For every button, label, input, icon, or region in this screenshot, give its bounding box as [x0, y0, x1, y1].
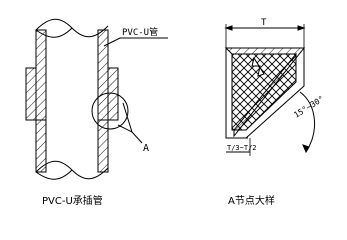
callout-leader [122, 102, 143, 144]
dim-top-label: T [261, 18, 267, 28]
socket-left-wall [25, 67, 37, 121]
socket-pipe-figure [25, 18, 168, 180]
right-caption: A节点大样 [228, 194, 275, 207]
seal-notch [251, 56, 265, 77]
angle-label: 15°~30° [292, 94, 325, 120]
angle-arc [299, 91, 316, 153]
upper-pipe-left-wall [35, 29, 47, 121]
callout-label: A [143, 143, 149, 154]
pipe-label: PVC-U管 [122, 26, 158, 38]
left-caption: PVC-U承插管 [42, 194, 103, 207]
node-detail-figure [224, 24, 316, 156]
upper-pipe-right-wall [97, 29, 109, 121]
dim-bottom-label: T/3~T/2 [227, 144, 257, 152]
lower-pipe-left-wall [35, 119, 47, 173]
pipe-label-leader [103, 37, 168, 47]
detail-circle [91, 92, 129, 130]
drawing-canvas: PVC-U管 A PVC-U承插管 T T/3~T/2 15°~30° A节点大… [25, 18, 326, 207]
sealant-body [231, 53, 297, 131]
